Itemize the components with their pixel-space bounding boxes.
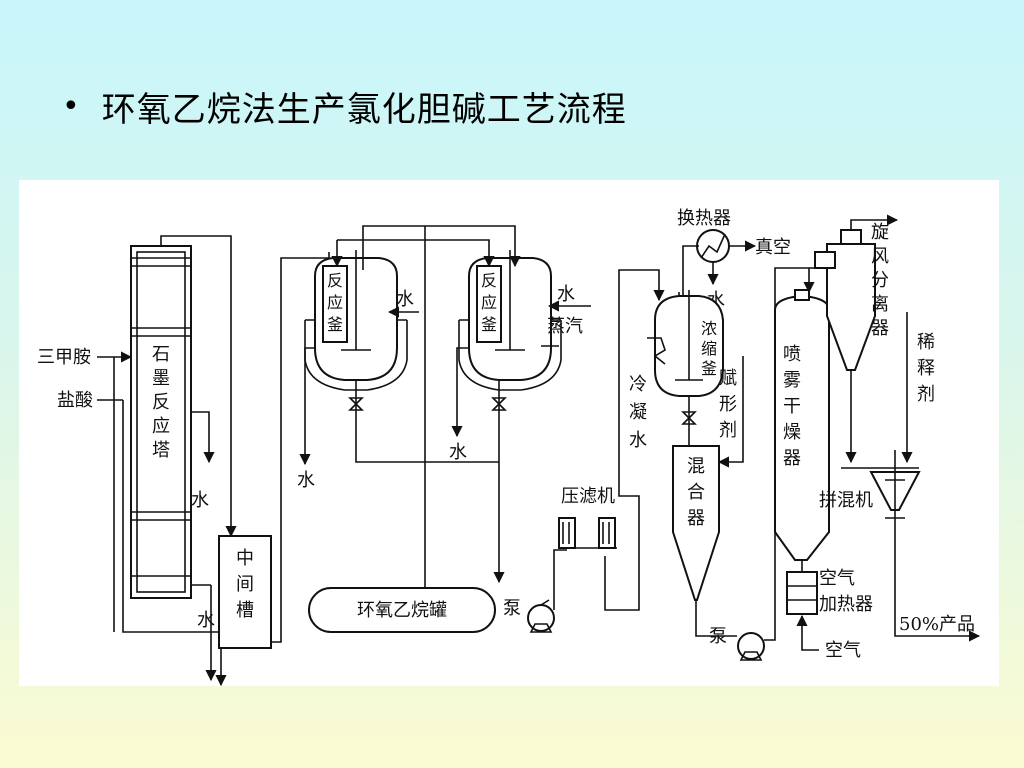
reactor2-water-out: 水 xyxy=(449,442,467,463)
svg-text:釜: 釜 xyxy=(327,315,343,334)
process-flow-diagram: 石 墨 反 应 塔 三甲胺 盐酸 水 水 中 间 槽 反 应 釜 水 水 xyxy=(19,180,999,686)
tower-label-1: 石 xyxy=(152,344,170,365)
filter-press: 压滤机 xyxy=(558,486,617,549)
air-heater: 空气 加热器 xyxy=(786,568,873,615)
svg-text:燥: 燥 xyxy=(783,422,801,443)
pump-1: 泵 xyxy=(503,598,555,633)
svg-text:器: 器 xyxy=(687,508,705,529)
pump-2: 泵 xyxy=(709,626,765,661)
svg-text:环氧乙烷罐: 环氧乙烷罐 xyxy=(357,600,447,621)
tower-label-5: 塔 xyxy=(152,440,170,461)
bullet: • xyxy=(62,88,80,124)
product-label: 50%产品 xyxy=(899,614,975,635)
air-label: 空气 xyxy=(825,640,861,661)
svg-text:旋: 旋 xyxy=(871,222,889,243)
mixer: 混 合 器 xyxy=(672,445,720,601)
svg-text:间: 间 xyxy=(236,574,254,595)
svg-text:雾: 雾 xyxy=(783,370,801,391)
concentrator: 浓 缩 釜 xyxy=(654,290,724,397)
trimethylamine-label: 三甲胺 xyxy=(37,347,91,368)
svg-text:反: 反 xyxy=(327,271,343,290)
svg-text:离: 离 xyxy=(871,294,889,315)
intermediate-tank: 中 间 槽 xyxy=(218,535,272,649)
svg-text:空气: 空气 xyxy=(819,568,855,589)
excipient-label-3: 剂 xyxy=(719,420,737,441)
excipient-label-1: 赋 xyxy=(719,368,737,389)
svg-text:浓: 浓 xyxy=(701,319,717,338)
svg-text:应: 应 xyxy=(327,293,343,312)
diluent-label-3: 剂 xyxy=(917,384,935,405)
svg-text:加热器: 加热器 xyxy=(819,594,873,615)
svg-text:反: 反 xyxy=(481,271,497,290)
svg-text:泵: 泵 xyxy=(709,626,727,647)
vacuum-label: 真空 xyxy=(755,237,791,258)
svg-text:换热器: 换热器 xyxy=(677,208,731,229)
svg-text:泵: 泵 xyxy=(503,598,521,619)
tower-label-4: 应 xyxy=(152,416,170,437)
svg-text:应: 应 xyxy=(481,293,497,312)
svg-text:拼混机: 拼混机 xyxy=(819,490,873,511)
heat-exchanger: 换热器 xyxy=(677,208,731,263)
cooling-label-1: 冷 xyxy=(629,374,647,395)
svg-text:压滤机: 压滤机 xyxy=(561,486,615,507)
tower-water-label: 水 xyxy=(191,490,209,511)
svg-text:器: 器 xyxy=(871,318,889,339)
svg-text:风: 风 xyxy=(871,246,889,267)
svg-text:混: 混 xyxy=(687,456,705,477)
slide-title: 环氧乙烷法生产氯化胆碱工艺流程 xyxy=(101,90,627,130)
slide-title-row: • 环氧乙烷法生产氯化胆碱工艺流程 xyxy=(62,82,627,131)
svg-text:槽: 槽 xyxy=(236,600,254,621)
svg-text:喷: 喷 xyxy=(783,344,801,365)
reactor2-water-label: 水 xyxy=(557,284,575,305)
svg-text:器: 器 xyxy=(783,448,801,469)
cooling-label-2: 凝 xyxy=(629,402,647,423)
cooling-label-3: 水 xyxy=(629,430,647,451)
steam-label: 蒸汽 xyxy=(547,316,583,337)
svg-text:干: 干 xyxy=(783,396,801,417)
ethylene-oxide-tank: 环氧乙烷罐 xyxy=(308,587,496,633)
hcl-label: 盐酸 xyxy=(57,390,93,411)
reactor-2: 反 应 釜 xyxy=(458,250,562,391)
spray-dryer: 喷 雾 干 燥 器 xyxy=(774,289,830,561)
reactor1-water-label: 水 xyxy=(396,289,414,310)
reactor1-water-out: 水 xyxy=(297,470,315,491)
svg-text:釜: 釜 xyxy=(701,359,717,378)
diluent-label-2: 释 xyxy=(917,358,935,379)
svg-text:中: 中 xyxy=(236,548,254,569)
tower-water-label-2: 水 xyxy=(197,610,215,631)
svg-text:釜: 釜 xyxy=(481,315,497,334)
svg-text:分: 分 xyxy=(871,270,889,291)
svg-text:合: 合 xyxy=(687,482,705,503)
svg-text:缩: 缩 xyxy=(701,339,717,358)
excipient-label-2: 形 xyxy=(719,394,737,415)
blender: 拼混机 xyxy=(819,450,921,520)
tower-label-3: 反 xyxy=(152,392,170,413)
diluent-label-1: 稀 xyxy=(917,332,935,353)
reactor-1: 反 应 釜 xyxy=(304,250,408,391)
tower-label-2: 墨 xyxy=(152,368,170,389)
cyclone-separator: 旋 风 分 离 器 xyxy=(814,222,889,371)
graphite-reaction-tower: 石 墨 反 应 塔 xyxy=(130,245,192,599)
